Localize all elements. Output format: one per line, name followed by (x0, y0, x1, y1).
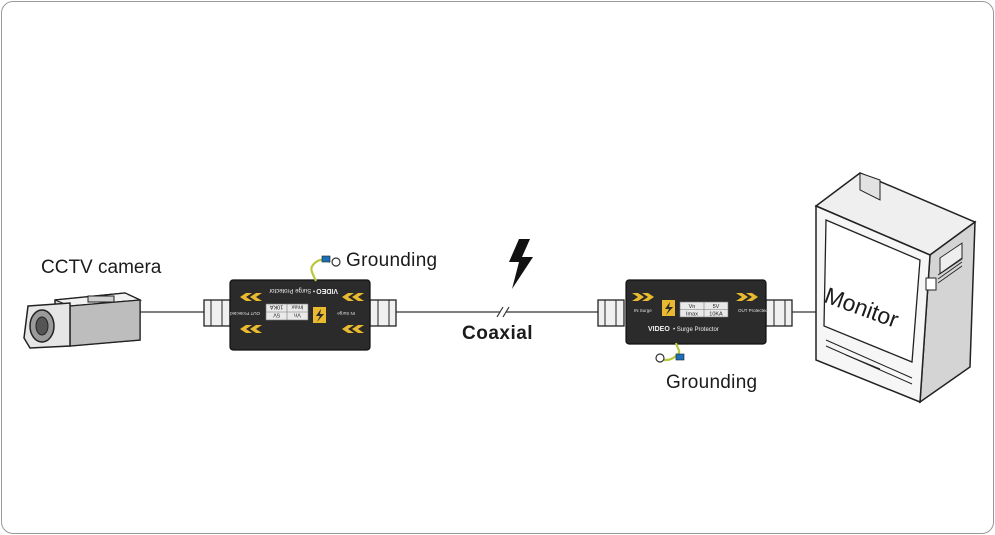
spec-label: Imax (291, 304, 303, 310)
cable-break-mark (502, 306, 510, 318)
bnc-connector (597, 299, 625, 327)
chevron-arrows-icon (342, 293, 364, 333)
port-label: IN Surge (634, 308, 652, 313)
port-label: OUT Protected (738, 308, 768, 313)
bnc-connector (765, 299, 793, 327)
product-name: • Surge Protector (673, 327, 719, 333)
spec-label: Imax (686, 312, 698, 318)
bnc-connector (369, 299, 397, 327)
monitor-icon (814, 172, 977, 404)
brand-text: VIDEO (316, 287, 338, 294)
port-label: OUT Protected (230, 311, 260, 316)
port-label: IN Surge (337, 311, 355, 316)
surge-protector-left: Vn 5V Imax 10KA VIDEO • Surge Protector … (203, 255, 397, 351)
ring-terminal-icon (675, 353, 685, 361)
coaxial-label: Coaxial (462, 323, 534, 344)
chevron-arrows-icon (632, 293, 758, 301)
spec-label: Vn (294, 312, 301, 318)
spec-value: 5V (273, 312, 280, 318)
camera-label: CCTV camera (41, 257, 162, 278)
product-name: • Surge Protector (269, 287, 315, 293)
brand-text: VIDEO (648, 326, 670, 333)
grounding-label-left: Grounding (346, 250, 438, 271)
ground-wire (310, 258, 331, 282)
cable-break-mark (496, 306, 504, 318)
spec-value: 5V (713, 304, 720, 310)
spec-value: 10KA (709, 312, 723, 318)
spec-label: Vn (689, 304, 696, 310)
surge-protector-right: Vn 5V Imax 10KA IN Surge OUT Protected V… (597, 279, 793, 363)
chevron-arrows-icon (240, 293, 262, 333)
lightning-bolt-icon (509, 239, 533, 289)
spec-value: 10KA (269, 304, 283, 310)
grounding-label-right: Grounding (666, 372, 758, 393)
cctv-camera-icon (23, 292, 143, 349)
ring-terminal-icon (321, 255, 331, 263)
bnc-connector (203, 299, 231, 327)
